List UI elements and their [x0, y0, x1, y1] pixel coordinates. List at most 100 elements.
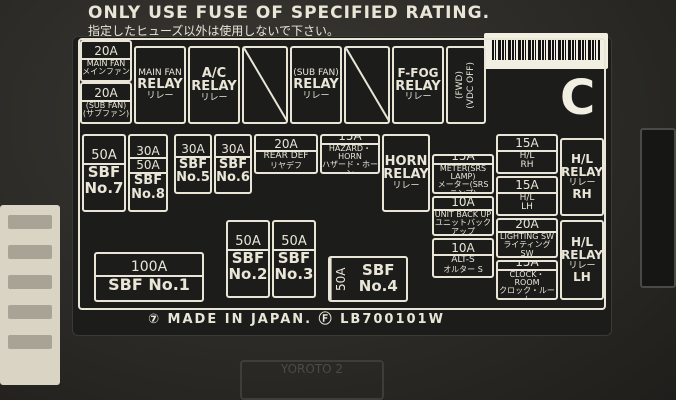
relay-f-fog: F-FOG RELAY リレー	[392, 46, 444, 124]
connector-pin	[8, 275, 52, 289]
fuse-amp: 50A	[330, 258, 351, 300]
fuse-hl-rh: 15A H/L RH	[496, 134, 558, 174]
barcode	[492, 38, 600, 60]
fuse-hl-lh: 15A H/L LH	[496, 176, 558, 216]
empty-slot-2	[344, 46, 390, 124]
relay-side: RH	[572, 187, 592, 202]
fuse-amp: 20A	[82, 45, 130, 60]
molded-stamp: YOROTO 2	[240, 360, 384, 400]
relay-name-jp: リレー	[392, 180, 420, 191]
fuse-sub-fan: 20A (SUB FAN) (サブファン)	[80, 82, 132, 124]
fuse-name: UNIT BACK UP	[434, 209, 492, 219]
connector-pin	[8, 215, 52, 229]
fuse-hazard-horn: 15A HAZARD・HORN ハザード・ホーン	[320, 134, 380, 174]
fuse-amp: 15A	[498, 262, 556, 271]
fuse-main-fan: 20A MAIN FAN メインファン	[80, 40, 132, 82]
relay-label: RELAY	[293, 77, 339, 93]
fuse-name: ALT-S	[451, 255, 475, 266]
fuse-sbf-no5: 30A SBF No.5	[174, 134, 212, 194]
relay-name-jp: リレー	[568, 260, 596, 271]
empty-slot-1	[242, 46, 288, 124]
relay-label: RELAY	[191, 79, 237, 95]
fuse-name-jp: オルター S	[443, 264, 483, 274]
fuse-rear-def: 20A REAR DEF リヤデフ	[254, 134, 318, 174]
fuse-name: REAR DEF	[263, 151, 309, 162]
fwd-label: (FWD)	[454, 70, 465, 100]
fuse-number: No.6	[216, 170, 250, 186]
fuse-amp: 30A	[176, 143, 210, 158]
fuse-name-jp: ハザード・ホーン	[322, 160, 378, 174]
fuse-name-jp: メインファン	[82, 67, 130, 77]
fuse-name: CLOCK・ROOM	[509, 269, 545, 287]
fuse-name: METER(SRS LAMP)	[439, 163, 487, 181]
fuse-name: LIGHTING SW	[500, 231, 554, 241]
fuse-name-jp: メーター(SRS ランプ)	[437, 180, 489, 194]
panel-letter: C	[560, 70, 596, 126]
empty-slot-diagonal	[346, 48, 388, 122]
fuse-number: No.2	[228, 264, 268, 283]
fuse-name: H/L	[519, 150, 535, 161]
fuse-name: HAZARD・HORN	[328, 143, 372, 161]
relay-name: F-FOG	[397, 66, 439, 81]
fuse-unit-back-up: 10A UNIT BACK UP ユニットバックアップ	[432, 196, 494, 236]
fuse-name: SBF	[218, 156, 248, 172]
relay-ac: A/C RELAY リレー	[188, 46, 240, 124]
warning-text-english: ONLY USE FUSE OF SPECIFIED RATING.	[88, 3, 491, 23]
fuse-alt-s: 10A ALT-S オルター S	[432, 238, 494, 278]
fuse-amp-secondary: 50A	[130, 159, 166, 174]
relay-hl-lh: H/L RELAY リレー LH	[560, 220, 604, 300]
relay-name-jp: リレー	[404, 92, 432, 103]
relay-name: MAIN FAN	[138, 67, 182, 78]
fuse-number: No.3	[274, 264, 314, 283]
relay-label: RELAY	[395, 78, 441, 94]
fuse-amp: 30A	[216, 143, 250, 158]
relay-label: RELAY	[383, 167, 429, 183]
fuse-name: SBF	[178, 156, 208, 172]
fuse-clock-room: 15A CLOCK・ROOM クロック・ルーム	[496, 260, 558, 300]
relay-name-jp: リレー	[568, 177, 596, 188]
fuse-sbf-no6: 30A SBF No.6	[214, 134, 252, 194]
empty-slot-diagonal	[244, 48, 286, 122]
relay-name: HORN	[384, 153, 428, 169]
fuse-lighting-sw: 20A LIGHTING SW ライティング SW	[496, 218, 558, 258]
fwd-vdc-off-slot: (FWD) (VDC OFF)	[446, 46, 486, 124]
connector-pin	[8, 305, 52, 319]
fuse-amp: 15A	[498, 137, 556, 152]
relay-name: A/C	[201, 65, 227, 81]
fuse-amp: 10A	[434, 198, 492, 211]
fuse-side: RH	[520, 160, 534, 171]
relay-name-jp: リレー	[200, 92, 228, 103]
relay-name: (SUB FAN)	[293, 67, 339, 78]
fuse-name-jp: ライティング SW	[503, 240, 551, 258]
fuse-number: No.5	[176, 170, 210, 186]
relay-name: H/L	[570, 235, 594, 250]
fuse-amp: 50A	[274, 235, 314, 252]
left-connector	[0, 205, 60, 385]
fuse-name-jp: リヤデフ	[270, 160, 302, 170]
fuse-name: H/L	[519, 192, 535, 203]
fuse-amp: 15A	[498, 179, 556, 194]
relay-name-jp: リレー	[302, 90, 330, 101]
relay-sub-fan: (SUB FAN) RELAY リレー	[290, 46, 342, 124]
relay-name: H/L	[570, 152, 594, 167]
fuse-layout-diagram: 20A MAIN FAN メインファン 20A (SUB FAN) (サブファン…	[78, 38, 606, 310]
fuse-label-plate	[72, 36, 612, 336]
fuse-name: SBF	[87, 163, 121, 182]
fuse-amp: 20A	[498, 220, 556, 233]
fuse-sbf-no8: 30A 50A SBF No.8	[128, 134, 168, 212]
fuse-sbf-no4: 50A SBF No.4	[328, 256, 408, 302]
relay-label: RELAY	[561, 164, 603, 179]
fuse-amp: 15A	[322, 136, 378, 145]
fuse-amp-primary: 30A	[130, 145, 166, 160]
connector-pin	[8, 335, 52, 349]
fuse-number: No.4	[358, 277, 398, 295]
fuse-name: SBF	[362, 261, 395, 280]
relay-side: LH	[573, 270, 591, 285]
fuse-meter-srs-lamp: 15A METER(SRS LAMP) メーター(SRS ランプ)	[432, 154, 494, 194]
right-connector-slot	[640, 128, 676, 288]
fuse-sbf-no1: 100A SBF No.1	[94, 252, 204, 302]
fuse-amp: 15A	[434, 156, 492, 165]
fuse-sbf-no7: 50A SBF No.7	[82, 134, 126, 212]
fuse-amp: 50A	[228, 235, 268, 252]
relay-hl-rh: H/L RELAY リレー RH	[560, 138, 604, 216]
